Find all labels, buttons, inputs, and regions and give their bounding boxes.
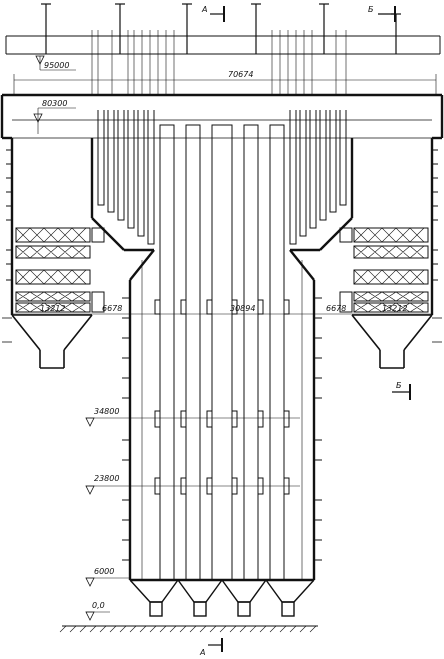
elevation-label-34800: 34800	[94, 407, 119, 416]
furnace-wall-ticks	[122, 297, 322, 561]
dimension-label-hopper-right: 13212	[382, 304, 407, 313]
right-heat-exchanger-packages	[339, 227, 429, 313]
elevation-label-80300: 80300	[42, 99, 67, 108]
dimension-label-hopper-left: 13212	[40, 304, 65, 313]
left-superheater-coils	[97, 110, 155, 245]
flue-ducts	[2, 317, 442, 343]
dimension-label-overall: 70674	[228, 70, 253, 79]
section-mark-a-bottom: A	[199, 638, 223, 657]
furnace-panels	[141, 124, 303, 581]
section-label-b-top: Б	[368, 5, 374, 14]
ground-level: 0,0	[59, 601, 318, 633]
elevation-label-23800: 23800	[94, 474, 119, 483]
support-columns	[41, 3, 401, 54]
elevation-label-95000: 95000	[44, 61, 69, 70]
elevation-marker-6000: 6000	[85, 567, 130, 587]
bottom-hoppers	[129, 579, 315, 617]
section-mark-b-top: Б	[368, 5, 396, 22]
right-hopper	[351, 314, 433, 369]
hanger-rods	[91, 30, 347, 95]
left-heat-exchanger-packages	[15, 227, 105, 313]
elevation-label-6000: 6000	[94, 567, 114, 576]
dimension-label-side-left: 6678	[102, 304, 122, 313]
elevation-marker-23800: 23800	[85, 474, 300, 495]
section-label-a-top: A	[201, 5, 207, 14]
section-mark-b-side: Б	[392, 381, 411, 400]
burners-middle	[154, 410, 290, 428]
elevation-marker-95000: 95000	[35, 55, 76, 71]
horizontal-dimensions: 13212 6678 30894 6678 13212	[12, 304, 432, 315]
elevation-label-ground: 0,0	[92, 601, 105, 610]
dimension-label-side-right: 6678	[326, 304, 346, 313]
left-shaft-wall-ticks	[6, 149, 12, 281]
top-support-beam	[5, 35, 441, 55]
elevation-marker-34800: 34800	[85, 407, 300, 427]
section-label-b-side: Б	[396, 381, 402, 390]
overall-width-dimension: 70674	[13, 70, 437, 94]
boiler-outline	[0, 93, 444, 582]
burners-upper	[154, 299, 290, 315]
left-hopper	[11, 314, 93, 369]
right-superheater-coils	[289, 110, 347, 245]
dimension-label-inner: 30894	[230, 304, 255, 313]
right-shaft-wall-ticks	[432, 149, 438, 281]
section-mark-a-top: A	[201, 5, 225, 22]
elevation-marker-80300: 80300	[33, 99, 76, 134]
ceiling-line	[12, 119, 432, 139]
section-label-a-bottom: A	[199, 648, 205, 657]
